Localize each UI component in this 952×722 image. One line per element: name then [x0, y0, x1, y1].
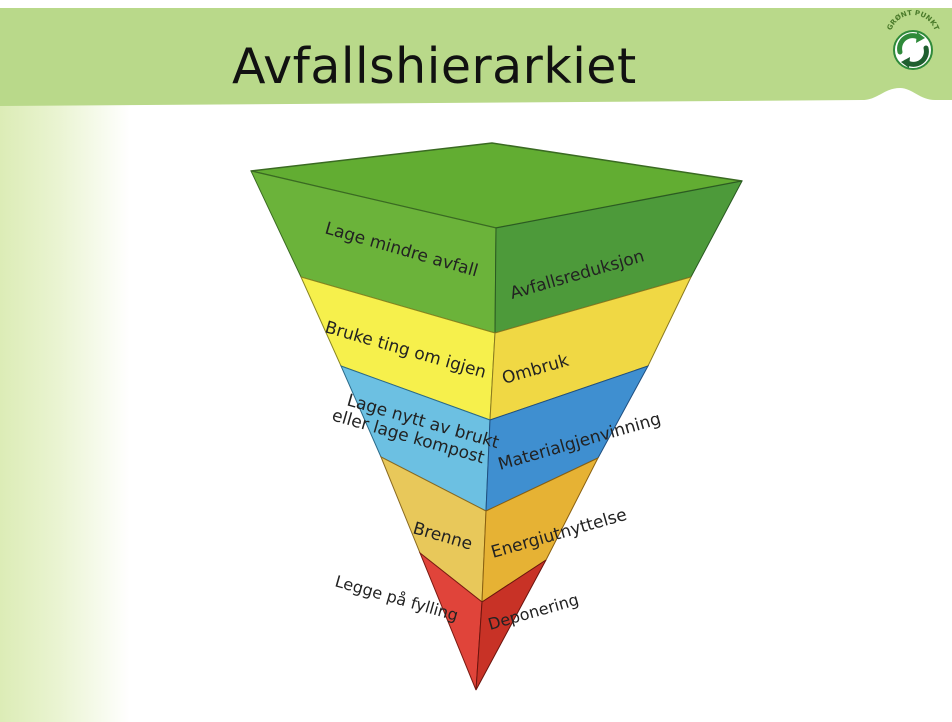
header-band: [0, 8, 952, 106]
level-5-right-face: [475, 559, 547, 691]
left-gradient-decoration: [0, 100, 130, 722]
green-dot-logo-icon: GRØNT PUNKT: [886, 9, 940, 70]
page-title: Avfallshierarkiet: [232, 38, 637, 95]
